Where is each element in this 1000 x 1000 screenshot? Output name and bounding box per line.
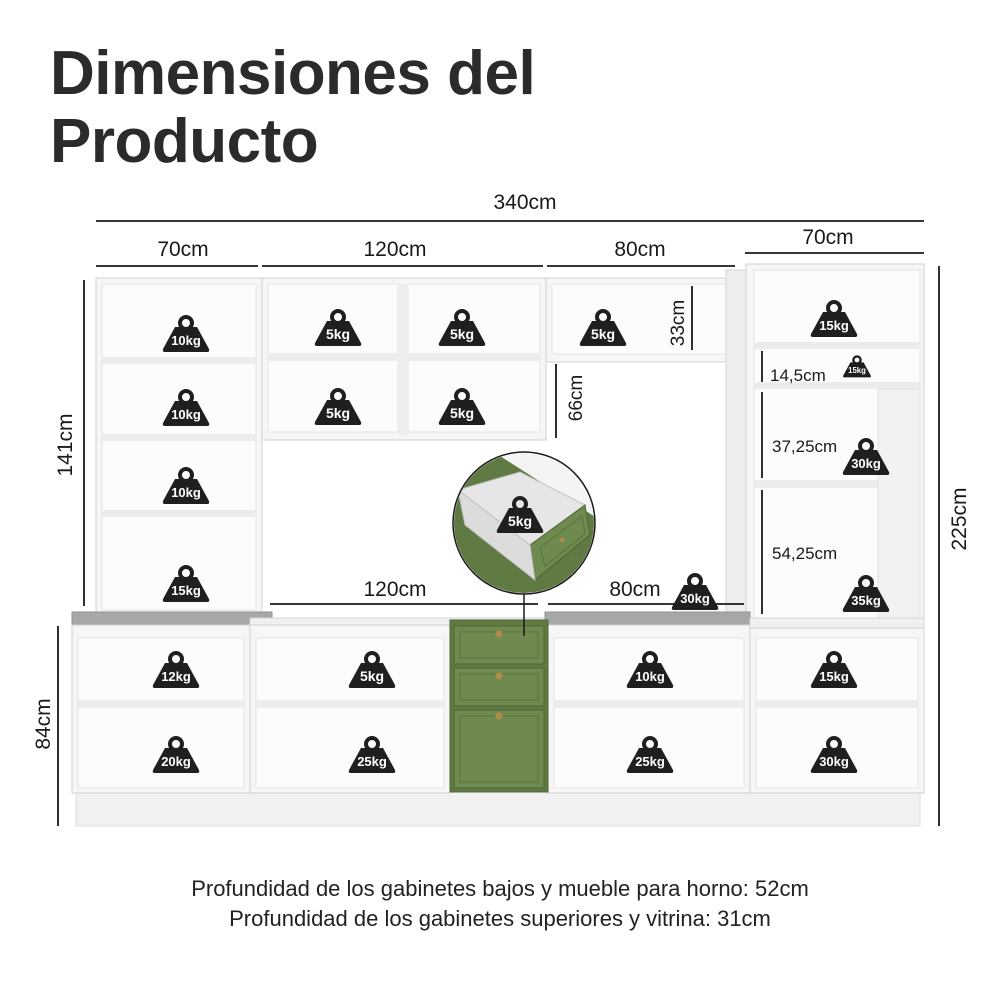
dim-hood-gap-height: 66cm xyxy=(566,375,587,421)
plinth xyxy=(75,791,921,827)
upper-center-cabinet xyxy=(261,277,547,441)
dim-hood-shelf-height: 33cm xyxy=(668,300,689,346)
weight-label: 15kg xyxy=(848,366,866,375)
dim-total-height: 225cm xyxy=(948,487,971,550)
countertop-right xyxy=(544,611,751,626)
dim-base-height: 84cm xyxy=(32,698,55,749)
dimension-lines xyxy=(57,220,940,826)
weight-label: 12kg xyxy=(161,669,191,684)
weight-icon: 15kg xyxy=(843,355,871,378)
weight-icon: 15kg xyxy=(810,651,858,688)
weight-icon: 12kg xyxy=(152,651,200,688)
dim-upper-right-width: 70cm xyxy=(802,226,853,249)
green-drawer-unit xyxy=(449,619,549,793)
dim-counter-center-width: 120cm xyxy=(363,578,426,601)
weight-label: 10kg xyxy=(171,485,201,500)
weight-label: 10kg xyxy=(171,333,201,348)
weight-icon: 15kg xyxy=(162,565,210,602)
weight-icon: 5kg xyxy=(348,651,396,688)
weight-label: 30kg xyxy=(680,591,710,606)
dim-upper-left-width: 70cm xyxy=(157,238,208,261)
page-title-line-2: Producto xyxy=(50,107,319,176)
weight-label: 15kg xyxy=(819,318,849,333)
weight-icon: 10kg xyxy=(162,467,210,504)
weight-label: 25kg xyxy=(635,754,665,769)
dim-tower-gap-1: 14,5cm xyxy=(770,366,826,385)
weight-label: 5kg xyxy=(326,405,350,421)
drawer-zoom-inset xyxy=(452,451,596,636)
page-title: Dimensiones del Producto xyxy=(50,39,536,176)
weight-icon: 5kg xyxy=(314,388,362,425)
weight-icon: 30kg xyxy=(810,736,858,773)
dim-tower-gap-2: 37,25cm xyxy=(772,437,837,456)
dim-total-width: 340cm xyxy=(493,191,556,214)
page-title-line-1: Dimensiones del xyxy=(50,39,536,108)
weight-label: 35kg xyxy=(851,593,881,608)
dim-left-height: 141cm xyxy=(54,413,77,476)
weight-label: 5kg xyxy=(450,405,474,421)
weight-icon: 25kg xyxy=(626,736,674,773)
weight-label: 10kg xyxy=(635,669,665,684)
dim-tower-gap-3: 54,25cm xyxy=(772,544,837,563)
weight-label: 30kg xyxy=(819,754,849,769)
weight-label: 25kg xyxy=(357,754,387,769)
weight-icon: 10kg xyxy=(162,389,210,426)
weight-label: 10kg xyxy=(171,407,201,422)
weight-icon: 5kg xyxy=(496,496,544,533)
countertop-left xyxy=(71,611,273,626)
weight-label: 15kg xyxy=(819,669,849,684)
weight-icon: 10kg xyxy=(162,315,210,352)
weight-icon: 5kg xyxy=(314,309,362,346)
base-cabinet-2 xyxy=(249,624,451,794)
left-bookcase xyxy=(95,277,263,615)
dim-upper-center-width: 120cm xyxy=(363,238,426,261)
dim-upper-hood-width: 80cm xyxy=(614,238,665,261)
weight-icon: 30kg xyxy=(842,438,890,475)
weight-label: 5kg xyxy=(591,326,615,342)
weight-icon: 30kg xyxy=(671,573,719,610)
weight-icon: 5kg xyxy=(438,309,486,346)
countertop-tower xyxy=(749,617,925,629)
weight-label: 15kg xyxy=(171,583,201,598)
weight-label: 5kg xyxy=(508,513,532,529)
weight-label: 30kg xyxy=(851,456,881,471)
weight-label: 20kg xyxy=(161,754,191,769)
weight-label: 5kg xyxy=(450,326,474,342)
footer-depth-upper: Profundidad de los gabinetes superiores … xyxy=(229,906,771,931)
weight-label: 5kg xyxy=(326,326,350,342)
weight-icon: 20kg xyxy=(152,736,200,773)
dim-counter-right-width: 80cm xyxy=(609,578,660,601)
weight-icon: 5kg xyxy=(438,388,486,425)
weight-icons: 10kg 10kg 10kg 15kg 5kg 5kg 5kg 5kg 5kg 15kg 15kg 3… xyxy=(152,300,890,773)
weight-icon: 25kg xyxy=(348,736,396,773)
weight-icon: 35kg xyxy=(842,575,890,612)
footer-depth-base: Profundidad de los gabinetes bajos y mue… xyxy=(191,876,809,901)
weight-icon: 15kg xyxy=(810,300,858,337)
weight-icon: 10kg xyxy=(626,651,674,688)
dimension-labels: 340cm 70cm 120cm 80cm 70cm 141cm 33cm 66… xyxy=(32,191,971,750)
hood-shelf xyxy=(545,277,737,363)
weight-icon: 5kg xyxy=(579,309,627,346)
weight-label: 5kg xyxy=(360,668,384,684)
